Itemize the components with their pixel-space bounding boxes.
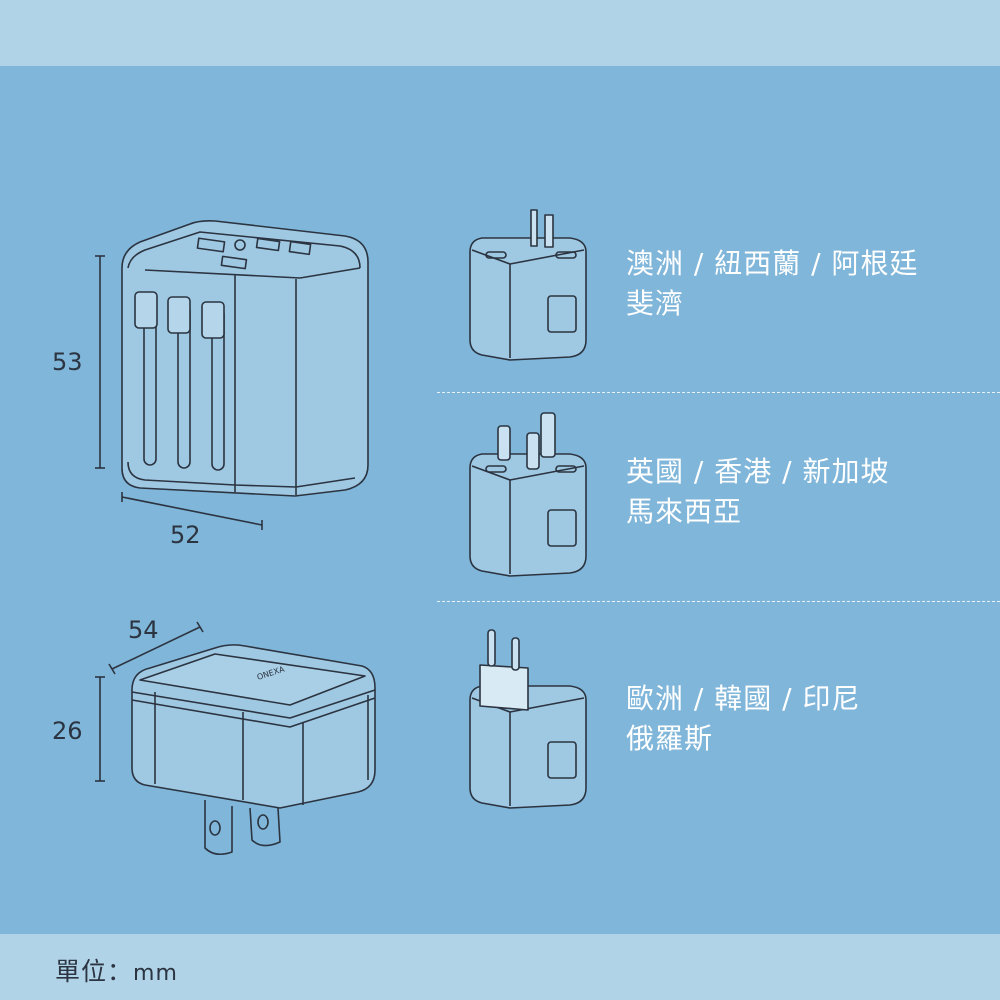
region-countries-more: 馬來西亞 <box>626 495 743 528</box>
unit-value: mm <box>133 961 178 986</box>
region-countries: 歐洲 / 韓國 / 印尼 <box>626 682 861 715</box>
dimension-depth-small: 54 <box>128 616 159 644</box>
large-adapter-illustration <box>95 220 369 530</box>
unit-label: 單位： <box>55 957 134 986</box>
plug-type-i-illustration <box>469 209 587 361</box>
dimension-width-large: 52 <box>170 521 201 549</box>
unit-note: 單位：mm <box>55 952 178 988</box>
plug-type-c-illustration <box>469 629 587 809</box>
region-countries-more: 斐濟 <box>626 287 685 320</box>
slider-tracks <box>134 291 225 471</box>
region-countries-more: 俄羅斯 <box>626 722 714 755</box>
region-type-c: 歐洲 / 韓國 / 印尼 俄羅斯 <box>626 679 860 759</box>
divider <box>437 601 1000 602</box>
dimension-height-small: 26 <box>52 717 83 745</box>
region-type-i: 澳洲 / 紐西蘭 / 阿根廷 斐濟 <box>626 244 918 324</box>
plug-type-g-illustration <box>469 412 587 577</box>
bottom-band <box>0 934 1000 1000</box>
top-band <box>0 0 1000 66</box>
region-type-g: 英國 / 香港 / 新加坡 馬來西亞 <box>626 452 889 532</box>
region-countries: 英國 / 香港 / 新加坡 <box>626 455 890 488</box>
small-adapter-illustration: ONEXA <box>95 621 376 856</box>
dimension-height-large: 53 <box>52 348 83 376</box>
region-countries: 澳洲 / 紐西蘭 / 阿根廷 <box>626 247 919 280</box>
divider <box>437 392 1000 393</box>
